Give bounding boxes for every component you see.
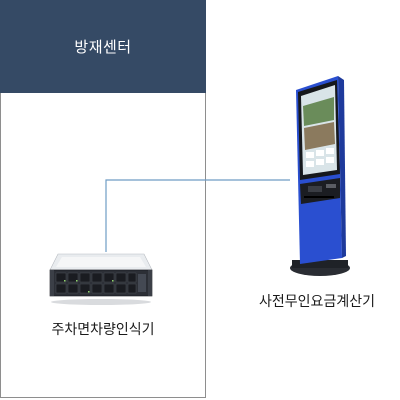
kiosk-label: 사전무인요금계산기 [259,294,375,310]
disaster-center-header: 방재센터 [0,0,206,93]
payment-kiosk-icon [290,76,350,276]
rack-server-icon [49,253,153,305]
server-label: 주차면차량인식기 [51,322,155,338]
disaster-center-title: 방재센터 [74,38,132,56]
